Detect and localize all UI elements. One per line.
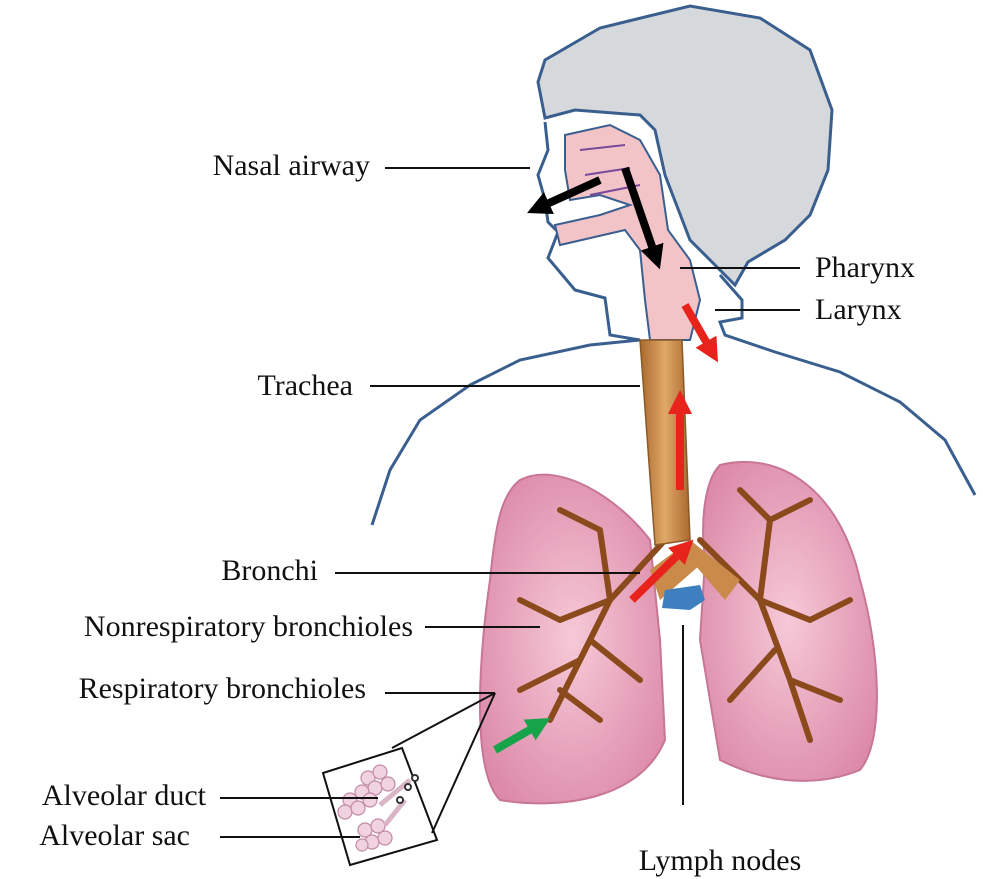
arrow-red-larynx xyxy=(681,303,718,363)
label-pharynx: Pharynx xyxy=(815,251,915,284)
bronchial-tree xyxy=(517,487,853,743)
label-alveolar-sac: Alveolar sac xyxy=(39,819,190,852)
alveoli-inset xyxy=(321,746,439,867)
label-nasal-airway: Nasal airway xyxy=(213,149,370,182)
label-bronchi: Bronchi xyxy=(221,554,318,587)
arrow-black-pharynx xyxy=(621,166,664,270)
arrow-black-nasal xyxy=(527,176,602,214)
label-larynx: Larynx xyxy=(815,293,902,326)
lymph-node xyxy=(662,585,705,610)
left-lung xyxy=(479,473,667,805)
label-alveolar-duct: Alveolar duct xyxy=(42,779,207,812)
label-nonrespiratory-bronchioles: Nonrespiratory bronchioles xyxy=(84,610,413,643)
label-trachea: Trachea xyxy=(257,369,353,402)
label-lymph-nodes: Lymph nodes xyxy=(639,844,802,877)
label-respiratory-bronchioles: Respiratory bronchioles xyxy=(79,672,366,705)
arrow-green-bronchioles xyxy=(492,717,551,754)
head xyxy=(536,4,834,288)
arrow-red-bronchi xyxy=(629,539,694,603)
nasal-airway xyxy=(553,123,702,341)
